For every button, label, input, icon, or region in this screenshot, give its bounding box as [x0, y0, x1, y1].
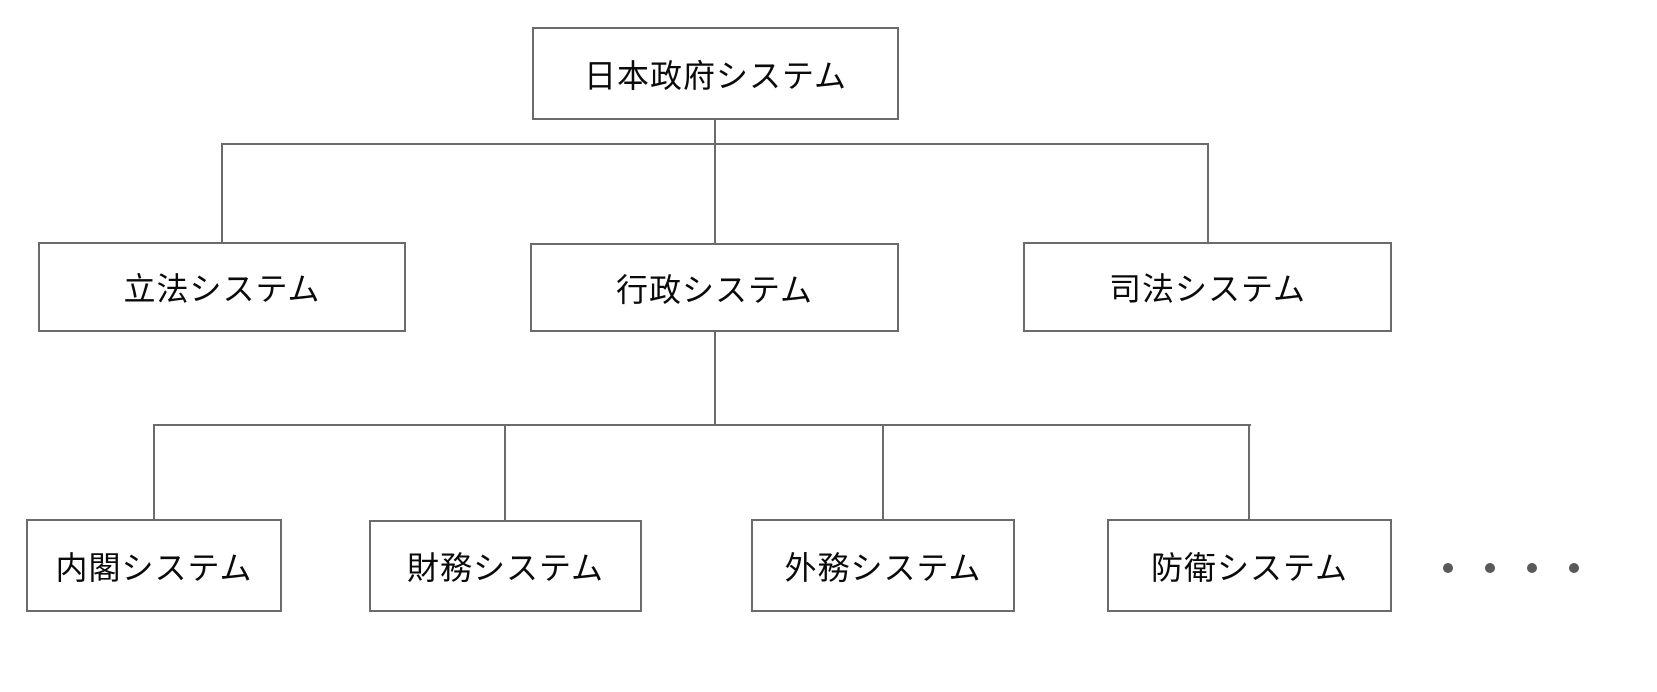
- connector-executive-stem: [714, 332, 716, 426]
- node-japan-government: 日本政府システム: [532, 27, 899, 120]
- node-legislative-label: 立法システム: [123, 271, 321, 307]
- connector-level1-horizontal: [221, 143, 1209, 145]
- node-cabinet-label: 内閣システム: [55, 549, 253, 586]
- node-foreign: 外務システム: [751, 519, 1015, 612]
- ellipsis-dot: [1443, 563, 1453, 573]
- connector-drop-cabinet: [153, 424, 155, 520]
- ellipsis-dot: [1527, 563, 1537, 573]
- connector-drop-judicial: [1207, 143, 1209, 243]
- node-finance-label: 財務システム: [406, 550, 605, 586]
- node-finance: 財務システム: [369, 520, 642, 612]
- node-executive-label: 行政システム: [615, 271, 814, 308]
- connector-level2-horizontal: [153, 424, 1251, 426]
- node-japan-government-label: 日本政府システム: [583, 57, 848, 94]
- connector-drop-defense: [1248, 424, 1250, 520]
- node-legislative: 立法システム: [38, 242, 406, 332]
- node-defense: 防衛システム: [1107, 519, 1392, 612]
- node-cabinet: 内閣システム: [26, 519, 282, 612]
- node-foreign-label: 外務システム: [784, 549, 982, 586]
- connector-drop-finance: [504, 424, 506, 521]
- ellipsis-dots: [1443, 563, 1579, 573]
- ellipsis-dot: [1485, 563, 1495, 573]
- ellipsis-dot: [1569, 563, 1579, 573]
- connector-root-to-executive: [714, 120, 716, 244]
- connector-drop-legislative: [221, 143, 223, 243]
- connector-drop-foreign: [882, 424, 884, 520]
- node-executive: 行政システム: [530, 243, 899, 332]
- node-judicial-label: 司法システム: [1108, 271, 1307, 307]
- node-defense-label: 防衛システム: [1150, 549, 1349, 586]
- node-judicial: 司法システム: [1023, 242, 1392, 332]
